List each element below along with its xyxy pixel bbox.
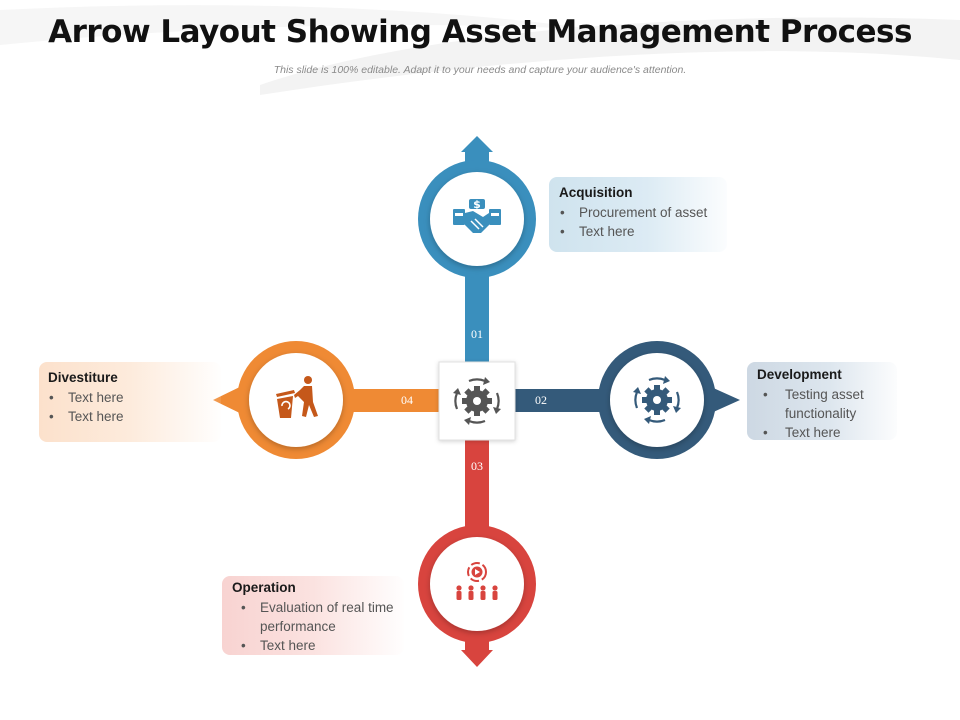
card-heading: Development xyxy=(757,367,842,382)
bullet-item: Text here xyxy=(49,388,211,407)
bullet-list: Testing asset functionality Text here xyxy=(757,385,887,442)
bullet-item: Testing asset functionality xyxy=(763,385,887,423)
bullet-item: Text here xyxy=(241,636,394,655)
card-heading: Acquisition xyxy=(559,185,633,200)
bullet-item: Evaluation of real time performance xyxy=(241,598,394,636)
card-divestiture: Divestiture Text here Text here xyxy=(39,362,221,442)
card-heading: Divestiture xyxy=(48,370,118,385)
page-subtitle: This slide is 100% editable. Adapt it to… xyxy=(273,64,687,76)
arrow-arm-divestiture xyxy=(213,341,440,459)
step-number-04: 04 xyxy=(401,393,413,407)
card-heading: Operation xyxy=(232,580,296,595)
bullet-list: Text here Text here xyxy=(48,388,211,426)
card-operation: Operation Evaluation of real time perfor… xyxy=(222,576,404,655)
gear-cycle-icon xyxy=(633,376,681,424)
page-title: Arrow Layout Showing Asset Management Pr… xyxy=(48,14,912,50)
step-number-02: 02 xyxy=(535,393,547,407)
bullet-list: Procurement of asset Text here xyxy=(559,203,717,241)
bullet-item: Text here xyxy=(49,407,211,426)
card-acquisition: Acquisition Procurement of asset Text he… xyxy=(549,177,727,252)
bullet-item: Procurement of asset xyxy=(560,203,717,222)
center-hub xyxy=(438,361,516,441)
handshake-money-icon: $ xyxy=(453,198,501,233)
arrow-arm-operation xyxy=(418,440,536,667)
step-number-03: 03 xyxy=(471,459,483,473)
recycle-bin-icon xyxy=(276,376,318,418)
card-development: Development Testing asset functionality … xyxy=(747,362,897,442)
arrow-arm-development xyxy=(514,341,740,459)
bullet-list: Evaluation of real time performance Text… xyxy=(232,598,394,655)
svg-text:$: $ xyxy=(473,198,481,211)
background-swoosh xyxy=(0,5,960,95)
bullet-item: Text here xyxy=(560,222,717,241)
step-number-01: 01 xyxy=(471,327,483,341)
bullet-item: Text here xyxy=(763,423,887,442)
team-performance-icon xyxy=(456,562,498,600)
